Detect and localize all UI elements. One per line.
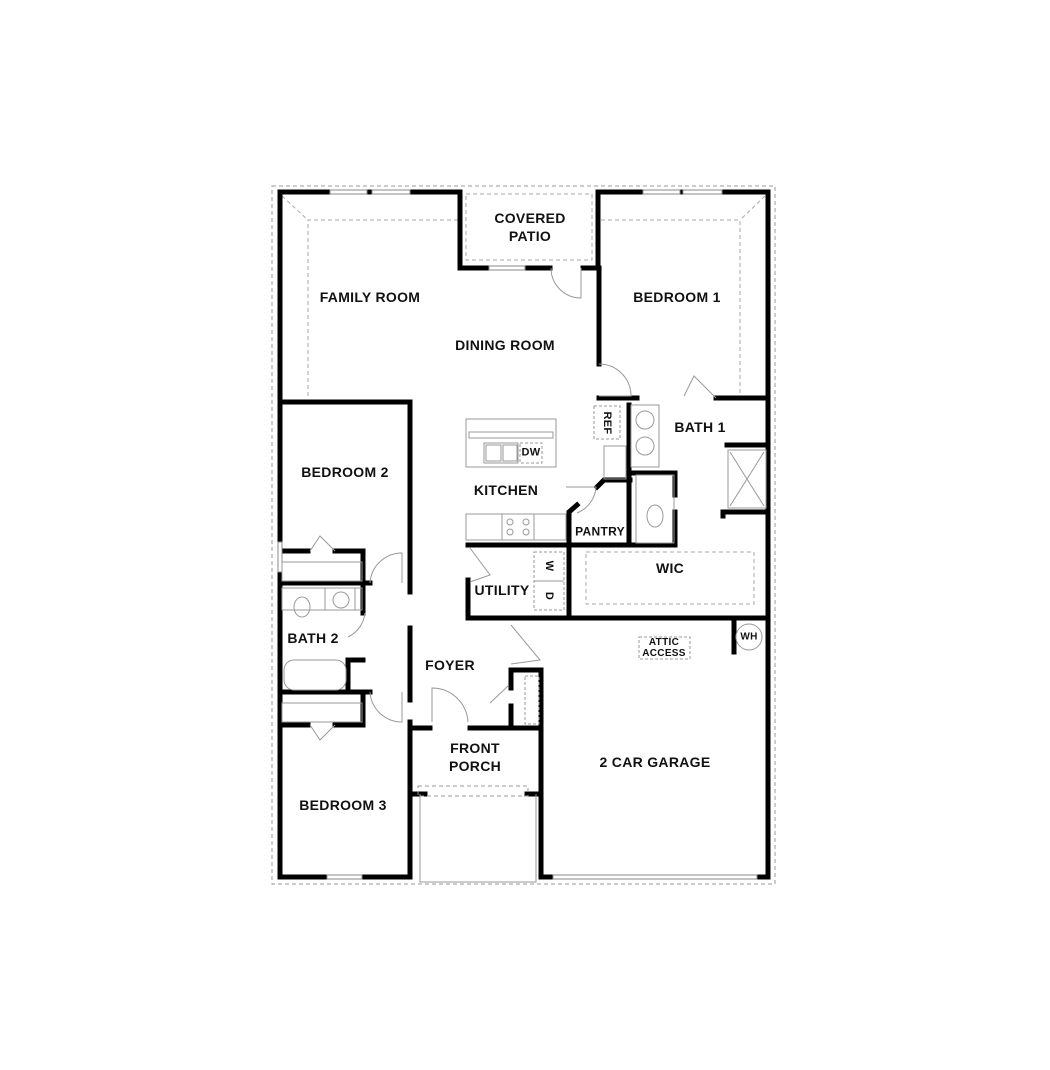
room-label-covered-patio: COVERED PATIO	[494, 210, 566, 244]
room-label-utility: UTILITY	[474, 582, 530, 598]
room-label-front-porch: FRONT PORCH	[448, 740, 502, 774]
room-label-garage: 2 CAR GARAGE	[599, 754, 711, 770]
room-label-bath-1: BATH 1	[674, 419, 726, 435]
fixture-label-dryer: D	[543, 591, 555, 601]
room-label-foyer: FOYER	[425, 657, 475, 673]
room-label-bath-2: BATH 2	[287, 630, 339, 646]
room-label-pantry: PANTRY	[575, 524, 625, 539]
room-label-dining-room: DINING ROOM	[455, 337, 555, 353]
fixture-label-washer: W	[543, 560, 555, 572]
room-label-family-room: FAMILY ROOM	[319, 289, 421, 305]
fixture-label-dishwasher: DW	[521, 446, 541, 459]
room-label-wic: WIC	[655, 560, 685, 576]
fixture-label-water-heater: WH	[740, 631, 758, 643]
fixture-label-refrigerator: REF	[601, 411, 613, 435]
fixture-label-attic-access: ATTIC ACCESS	[642, 637, 686, 659]
room-label-kitchen: KITCHEN	[473, 482, 539, 498]
room-label-bedroom-1: BEDROOM 1	[633, 289, 721, 305]
room-label-bedroom-2: BEDROOM 2	[301, 464, 389, 480]
room-label-bedroom-3: BEDROOM 3	[299, 797, 387, 813]
